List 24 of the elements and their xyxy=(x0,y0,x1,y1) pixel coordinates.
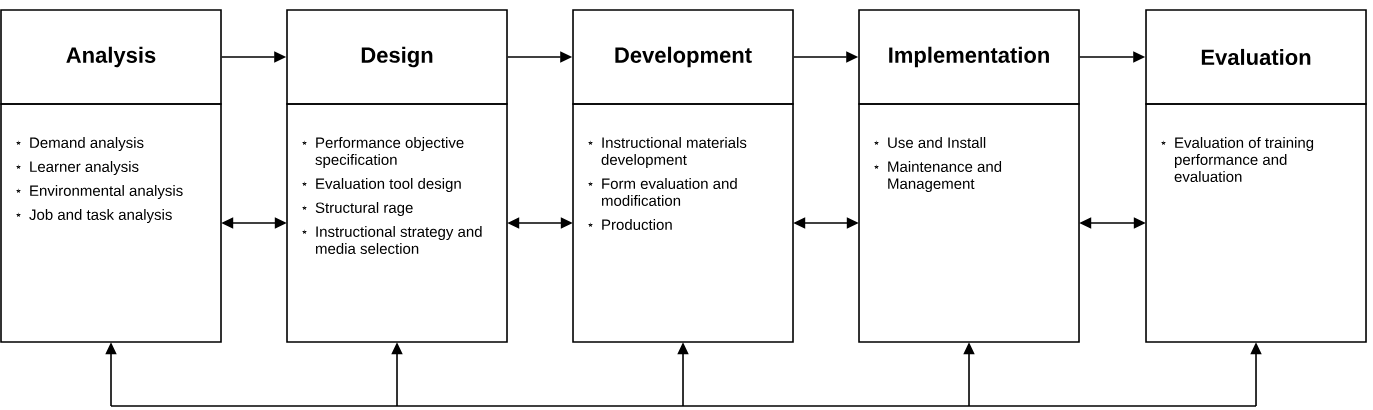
list-item: Evaluation of training performance and evaluation xyxy=(1161,137,1314,182)
list-item: Structural rage xyxy=(302,202,413,216)
list-item: Instructional materials development xyxy=(588,137,747,168)
list-item: Performance objective specification xyxy=(302,137,464,168)
list-item: Production xyxy=(588,219,672,230)
list-item: Instructional strategy and media selection xyxy=(302,226,482,254)
heading-box: Development xyxy=(572,9,794,105)
content-box xyxy=(286,103,508,343)
content-box xyxy=(572,103,794,343)
list-item: Demand analysis xyxy=(16,137,144,151)
list-item: Evaluation tool design xyxy=(302,178,461,192)
content-box xyxy=(0,103,222,343)
heading-box: Evaluation xyxy=(1145,9,1367,105)
list-item: Maintenance and Management xyxy=(874,161,1002,192)
content-box xyxy=(858,103,1080,343)
list-item: Learner analysis xyxy=(16,161,139,175)
list-item: Use and Install xyxy=(874,137,986,148)
list-item: Environmental analysis xyxy=(16,185,183,199)
list-item: Form evaluation and modification xyxy=(588,178,737,206)
heading-box: Analysis xyxy=(0,9,222,105)
content-box xyxy=(1145,103,1367,343)
list-item: Job and task analysis xyxy=(16,209,172,223)
heading-box: Implementation xyxy=(858,9,1080,105)
heading-box: Design xyxy=(286,9,508,105)
